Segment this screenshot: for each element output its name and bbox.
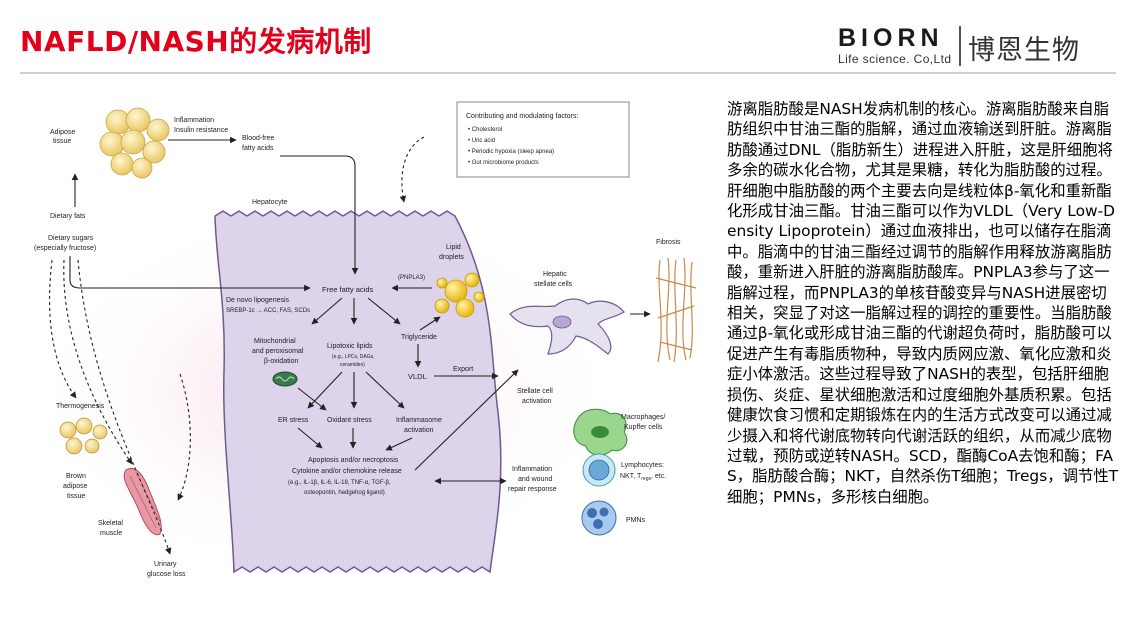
mito-label: Mitochondrial	[254, 338, 296, 345]
urinary-label: glucose loss	[147, 571, 186, 578]
apoptosis-to-stellate-arrow	[414, 369, 519, 471]
blood-to-ffa-arrow	[280, 155, 359, 275]
factors-arrow	[399, 136, 425, 203]
inflammasome-label: Inflammasome	[396, 417, 442, 424]
apoptosis-label: Cytokine and/or chemokine release	[292, 468, 402, 475]
brown-adipose-label: adipose	[63, 483, 88, 490]
lymphocytes-label: Lymphocytes:	[621, 462, 664, 469]
lipid-droplets-illustration	[434, 272, 485, 318]
lymphocytes-text: NKT, T	[620, 473, 642, 480]
inflammasome-label: activation	[404, 427, 434, 434]
diet-to-muscle-arrow	[63, 259, 133, 465]
triglyceride-label: Triglyceride	[401, 334, 437, 341]
thermogenesis-label: Thermogenesis	[56, 403, 105, 410]
hepatocyte-label: Hepatocyte	[252, 199, 288, 206]
er-stress-label: ER stress	[278, 417, 309, 424]
dietary-fats-label: Dietary fats	[50, 213, 86, 220]
adipose-tissue-illustration	[99, 107, 170, 179]
diet-to-urinary-arrow	[77, 259, 172, 555]
macrophages-label: Kupffer cells	[624, 424, 663, 431]
lipotoxic-label: ceramides)	[340, 362, 365, 368]
inflammation-label: Inflammation	[174, 117, 214, 124]
header-rule	[20, 72, 1116, 74]
sugars-to-ffa-arrow	[69, 256, 311, 292]
mitochondrion-icon	[272, 371, 298, 387]
skeletal-muscle-label: Skeletal	[98, 520, 123, 527]
srebp-label: SREBP-1c → ACC, FAS, SCDs	[226, 308, 310, 314]
macrophages-label: Macrophages/	[621, 414, 665, 421]
logo-divider	[959, 26, 961, 66]
brown-adipose-label: tissue	[67, 493, 85, 500]
hepatocyte-cell	[214, 210, 502, 574]
dietary-sugars-label: Dietary sugars	[48, 235, 94, 242]
pnpla3-label: (PNPLA3)	[398, 275, 425, 281]
insulin-resistance-label: Insulin resistance	[174, 127, 228, 134]
stellate-nucleus	[552, 315, 572, 329]
factor-item: • Uric acid	[468, 138, 495, 144]
lipotoxic-label: Lipotoxic lipids	[327, 343, 373, 350]
inflammasome-to-apoptosis-arrow	[385, 437, 413, 451]
stellate-label: Hepatic	[543, 271, 567, 278]
apoptosis-label: (e.g., IL-1β, IL-6, IL-18, TNF-α, TGF-β,	[288, 480, 391, 486]
inflammation-repair-label: Inflammation	[512, 466, 552, 473]
brown-adipose-label: Brown	[66, 473, 86, 480]
inflammation-repair-label: repair response	[508, 486, 557, 493]
lymphocytes-label: NKT, Tregs, etc.	[620, 473, 666, 482]
tg-to-droplets-arrow	[419, 316, 441, 331]
diet-to-brown-arrow	[49, 259, 77, 399]
lipid-droplets-label: droplets	[439, 254, 464, 261]
contributing-factors-box: Contributing and modulating factors: • C…	[456, 101, 630, 178]
fibrosis-label: Fibrosis	[656, 239, 681, 246]
blood-ffa-label: Blood-free	[242, 135, 274, 142]
inflammation-repair-label: and wound	[518, 476, 552, 483]
fibrosis-illustration	[655, 257, 697, 363]
description-paragraph: 游离脂肪酸是NASH发病机制的核心。游离脂肪酸来自脂肪组织中甘油三酯的脂解，通过…	[727, 100, 1119, 506]
adipose-label: Adipose	[50, 129, 75, 136]
urinary-label: Urinary	[154, 561, 177, 568]
factor-item: • Cholesterol	[468, 127, 502, 133]
mito-to-oxidant-arrow	[297, 387, 327, 411]
export-label: Export	[453, 366, 473, 373]
brand-logo: BIORN Life science. Co,Ltd	[838, 24, 952, 67]
factors-title: Contributing and modulating factors:	[466, 113, 579, 120]
de-novo-label: De novo lipogenesis	[226, 297, 290, 304]
nash-pathway-diagram: Contributing and modulating factors: • C…	[20, 92, 710, 592]
brand-chinese-name: 博恩生物	[968, 35, 1080, 66]
slide-title: NAFLD/NASH的发病机制	[20, 25, 372, 58]
stellate-activation-label: activation	[522, 398, 552, 405]
lipotoxic-to-er-arrow	[307, 371, 343, 409]
adipose-label: tissue	[53, 138, 71, 145]
er-to-apoptosis-arrow	[297, 427, 323, 449]
dietary-sugars-label: (especially fructose)	[34, 245, 96, 252]
stellate-activation-label: Stellate cell	[517, 388, 553, 395]
lipid-droplets-label: Lipid	[446, 244, 461, 251]
pmn-illustration	[581, 500, 617, 536]
oxidant-stress-label: Oxidant stress	[327, 417, 372, 424]
stellate-label: stellate cells	[534, 281, 573, 288]
mitochondrion-cristae	[275, 376, 295, 382]
mito-label: β-oxidation	[264, 358, 298, 365]
ffa-to-mito-arrow	[311, 297, 343, 325]
pmns-label: PMNs	[626, 517, 646, 524]
diagram-svg: Contributing and modulating factors: • C…	[25, 101, 697, 582]
factor-item: • Gut microbiome products	[468, 160, 539, 166]
brown-adipose-illustration	[59, 417, 108, 455]
ffa-to-tg-arrow	[367, 297, 401, 325]
factor-item: • Periodic hypoxia (sleep apnea)	[468, 149, 554, 155]
brand-tagline: Life science. Co,Ltd	[838, 52, 952, 66]
lipotoxic-label: (e.g., LPCs, DAGs,	[332, 354, 375, 360]
vldl-label: VLDL	[408, 372, 427, 381]
brand-wordmark: BIORN	[838, 24, 944, 52]
lipotoxic-to-inflammasome-arrow	[365, 371, 405, 409]
apoptosis-label: osteopontin, hedgehog ligand)	[304, 490, 385, 496]
skeletal-muscle-label: muscle	[100, 530, 122, 537]
lymphocytes-sub: regs	[641, 476, 651, 482]
blood-ffa-label: fatty acids	[242, 145, 274, 152]
macrophage-illustration	[573, 408, 628, 456]
apoptosis-label: Apoptosis and/or necroptosis	[308, 457, 399, 464]
lymphocytes-tail: , etc.	[651, 473, 666, 480]
lymphocyte-illustration	[582, 453, 616, 487]
mito-label: and peroxisomal	[252, 348, 304, 355]
free-fatty-acids-label: Free fatty acids	[322, 285, 374, 294]
